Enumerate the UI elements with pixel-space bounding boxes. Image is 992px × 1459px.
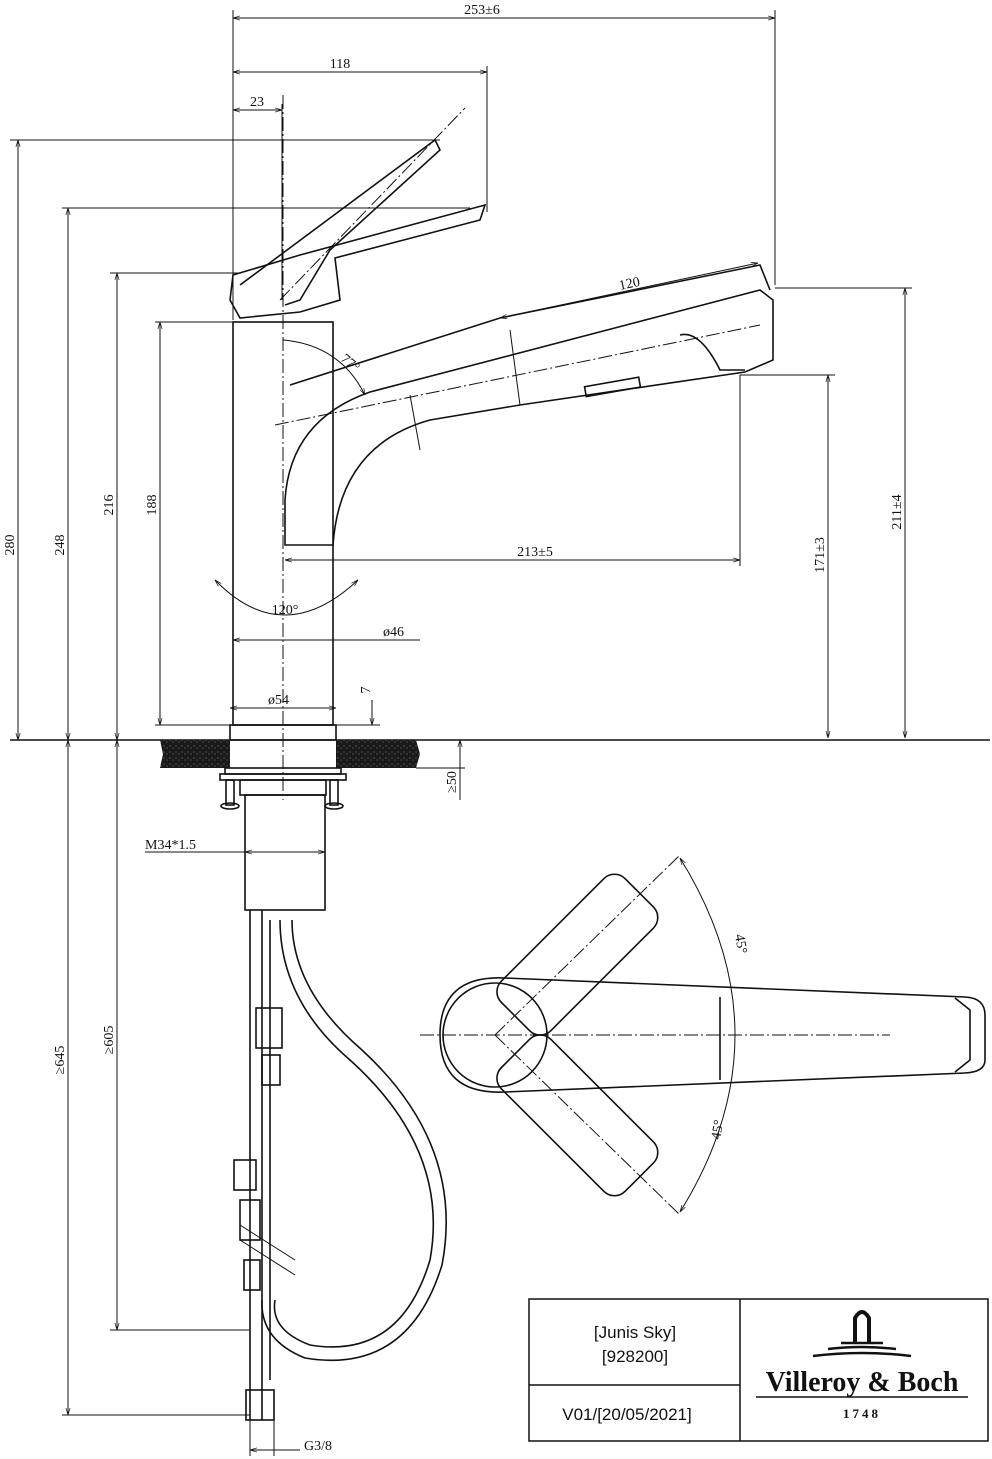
- faucet-top-view: 45° 45°: [420, 854, 986, 1216]
- dimension-spout-height: 211±4: [775, 287, 912, 738]
- svg-text:171±3: 171±3: [813, 537, 828, 573]
- countertop: [10, 739, 990, 769]
- dimension-total-height: 280: [3, 139, 440, 740]
- product-name: [Junis Sky]: [594, 1323, 676, 1342]
- dimension-lever-base-height: 216: [102, 272, 240, 740]
- version-date: V01/[20/05/2021]: [562, 1405, 692, 1424]
- dimension-lever-reach: 118: [233, 57, 488, 212]
- product-number: [928200]: [602, 1347, 668, 1366]
- dimension-hose-length-outer: ≥645: [53, 740, 250, 1416]
- svg-text:≥50: ≥50: [445, 771, 460, 793]
- svg-text:280: 280: [3, 535, 18, 556]
- title-block: [Junis Sky] [928200] V01/[20/05/2021] Vi…: [528, 1298, 989, 1442]
- dimension-body-diameter: ø46: [233, 625, 420, 640]
- dimension-lever-height: 248: [53, 207, 470, 740]
- dimension-swivel-angle: 120°: [215, 580, 358, 618]
- dimension-outlet-height: 171±3: [740, 374, 835, 738]
- svg-text:M34*1.5: M34*1.5: [145, 838, 196, 853]
- svg-text:≥605: ≥605: [102, 1026, 117, 1055]
- svg-text:ø46: ø46: [383, 625, 404, 640]
- dimension-connection: G3/8: [249, 1420, 332, 1456]
- dimension-overall-width: 253±6: [232, 3, 776, 320]
- brand-name: Villeroy & Boch: [766, 1367, 959, 1398]
- dimension-hose-length-inner: ≥605: [102, 740, 250, 1331]
- svg-text:77°: 77°: [337, 352, 362, 376]
- dimension-counter-thickness: ≥50: [445, 740, 460, 800]
- svg-text:120°: 120°: [272, 603, 299, 618]
- faucet-side-view: 77°: [229, 95, 774, 800]
- svg-text:45°: 45°: [731, 933, 749, 955]
- svg-text:120: 120: [618, 275, 642, 294]
- svg-text:248: 248: [53, 535, 68, 556]
- brand-logo-icon: [812, 1310, 912, 1358]
- dimension-body-height: 188: [145, 321, 233, 726]
- svg-text:23: 23: [250, 95, 264, 110]
- svg-text:ø54: ø54: [268, 693, 289, 708]
- dimension-head-length: 120: [500, 263, 758, 318]
- svg-text:213±5: 213±5: [517, 545, 553, 560]
- svg-text:45°: 45°: [709, 1119, 727, 1141]
- dimension-spout-reach: 213±5: [285, 375, 741, 566]
- svg-text:211±4: 211±4: [890, 494, 905, 529]
- dimension-base-diameter: ø54: [230, 693, 336, 708]
- svg-text:7: 7: [359, 687, 374, 694]
- svg-text:188: 188: [145, 495, 160, 516]
- dimension-lever-offset: 23: [233, 95, 283, 300]
- dimension-base-plate: 7: [336, 687, 380, 726]
- svg-text:118: 118: [330, 57, 350, 72]
- svg-text:≥645: ≥645: [53, 1046, 68, 1075]
- mounting-assembly: M34*1.5: [145, 767, 447, 1421]
- svg-text:G3/8: G3/8: [304, 1439, 332, 1454]
- svg-text:253±6: 253±6: [464, 3, 500, 18]
- svg-text:216: 216: [102, 495, 117, 516]
- brand-year: 1748: [843, 1406, 881, 1421]
